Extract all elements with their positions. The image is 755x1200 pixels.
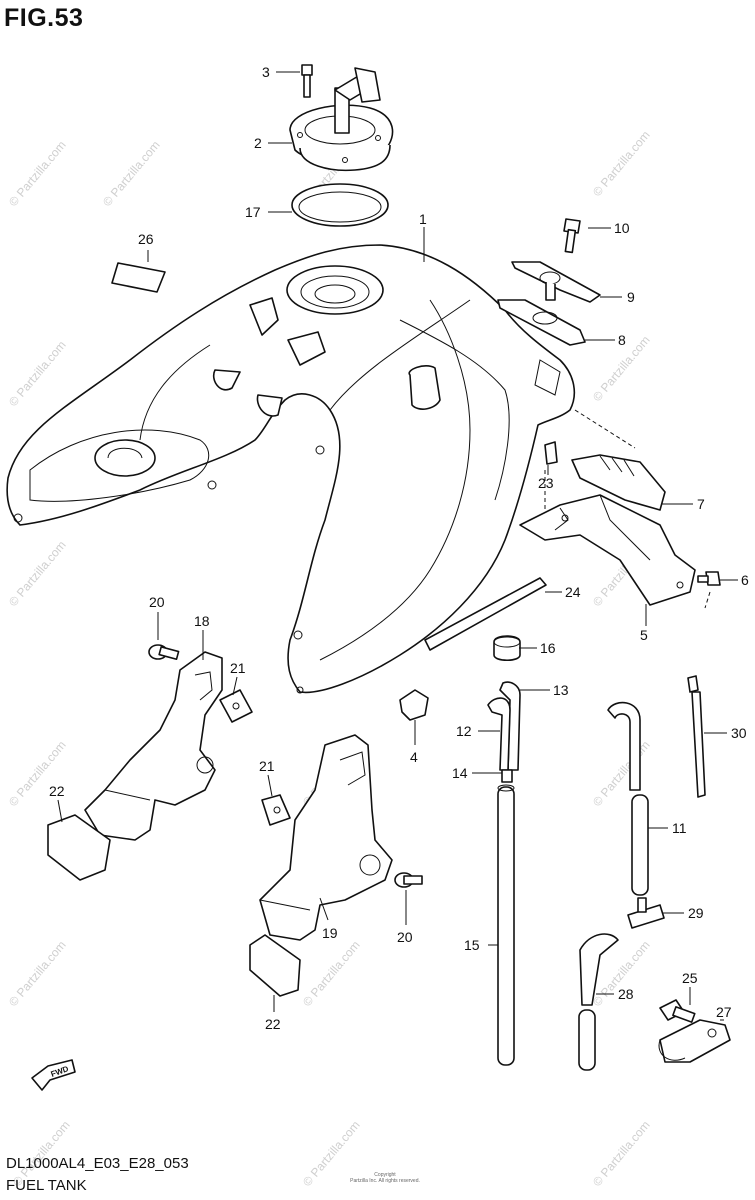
callout-21-upper[interactable]: 21 [230, 660, 246, 676]
callout-30[interactable]: 30 [731, 725, 747, 741]
callout-28[interactable]: 28 [618, 986, 634, 1002]
seal-strip[interactable] [424, 577, 547, 651]
tank-clip[interactable] [544, 441, 558, 465]
forward-direction-arrow: FWD [31, 1059, 76, 1091]
grommet[interactable] [493, 635, 521, 662]
breather-hose-bend[interactable] [487, 697, 511, 771]
callout-20-right[interactable]: 20 [397, 929, 413, 945]
left-side-bracket[interactable] [84, 651, 223, 841]
callout-5[interactable]: 5 [640, 627, 648, 643]
callout-17[interactable]: 17 [245, 204, 261, 220]
rear-bracket-lower[interactable] [497, 299, 586, 346]
cushion-pad[interactable] [111, 262, 166, 293]
callout-2[interactable]: 2 [254, 135, 262, 151]
phantom-lines [544, 409, 711, 609]
leader-lines [57, 71, 738, 1021]
callout-24[interactable]: 24 [565, 584, 581, 600]
callout-29[interactable]: 29 [688, 905, 704, 921]
callout-22-right[interactable]: 22 [265, 1016, 281, 1032]
callout-7[interactable]: 7 [697, 496, 705, 512]
long-drain-hose[interactable] [497, 784, 515, 1066]
callout-10[interactable]: 10 [614, 220, 630, 236]
hose-joint[interactable] [501, 769, 513, 783]
callout-15[interactable]: 15 [464, 937, 480, 953]
cable-tie[interactable] [687, 675, 706, 798]
callout-20-left[interactable]: 20 [149, 594, 165, 610]
callout-3[interactable]: 3 [262, 64, 270, 80]
callout-12[interactable]: 12 [456, 723, 472, 739]
callout-6[interactable]: 6 [741, 572, 749, 588]
copyright-note: Copyright Partzilla Inc. All rights rese… [330, 1172, 440, 1184]
vent-hose-upper[interactable] [607, 701, 641, 791]
callout-27[interactable]: 27 [716, 1004, 732, 1020]
mount-bolt[interactable] [659, 999, 696, 1023]
diagram-name: FUEL TANK [6, 1177, 87, 1194]
callout-14[interactable]: 14 [452, 765, 468, 781]
callout-4[interactable]: 4 [410, 749, 418, 765]
callout-16[interactable]: 16 [540, 640, 556, 656]
callout-23[interactable]: 23 [538, 475, 554, 491]
drain-hose-short[interactable] [578, 933, 619, 1071]
rear-stay[interactable] [519, 494, 696, 606]
left-bracket-bolt[interactable] [148, 644, 180, 661]
callout-25[interactable]: 25 [682, 970, 698, 986]
holder-bracket[interactable] [658, 1019, 731, 1063]
rear-bracket-upper[interactable] [511, 261, 601, 303]
t-joint[interactable] [627, 897, 665, 929]
cap-gasket[interactable] [291, 183, 389, 227]
copyright-line-2: Partzilla Inc. All rights reserved. [350, 1178, 420, 1184]
callout-labels: 3 2 17 1 26 10 9 8 23 7 6 24 5 16 13 12 … [49, 64, 749, 1032]
callout-18[interactable]: 18 [194, 613, 210, 629]
damper-lower[interactable] [261, 794, 291, 826]
vent-hose-lower[interactable] [631, 794, 649, 896]
left-bracket-pad[interactable] [47, 814, 111, 881]
callout-8[interactable]: 8 [618, 332, 626, 348]
rear-cushion[interactable] [571, 454, 666, 511]
copyright-line-1: Copyright [374, 1172, 396, 1178]
callout-22-left[interactable]: 22 [49, 783, 65, 799]
callout-1[interactable]: 1 [419, 211, 427, 227]
callout-26[interactable]: 26 [138, 231, 154, 247]
right-side-bracket[interactable] [259, 734, 393, 941]
callout-19[interactable]: 19 [322, 925, 338, 941]
fuel-tank[interactable] [6, 244, 576, 694]
diagram-code: DL1000AL4_E03_E28_053 [6, 1155, 189, 1172]
stay-bolt[interactable] [697, 571, 721, 586]
fuel-cap[interactable] [289, 67, 394, 172]
right-bracket-pad[interactable] [249, 934, 301, 997]
cap-bolt[interactable] [301, 64, 313, 98]
callout-9[interactable]: 9 [627, 289, 635, 305]
hose-clamp[interactable] [399, 689, 429, 721]
bracket-bolt[interactable] [563, 218, 581, 254]
callout-21-lower[interactable]: 21 [259, 758, 275, 774]
callout-13[interactable]: 13 [553, 682, 569, 698]
figure-title: FIG.53 [4, 4, 84, 32]
callout-11[interactable]: 11 [672, 820, 687, 836]
right-bracket-bolt[interactable] [394, 872, 423, 888]
damper-upper[interactable] [219, 689, 253, 723]
